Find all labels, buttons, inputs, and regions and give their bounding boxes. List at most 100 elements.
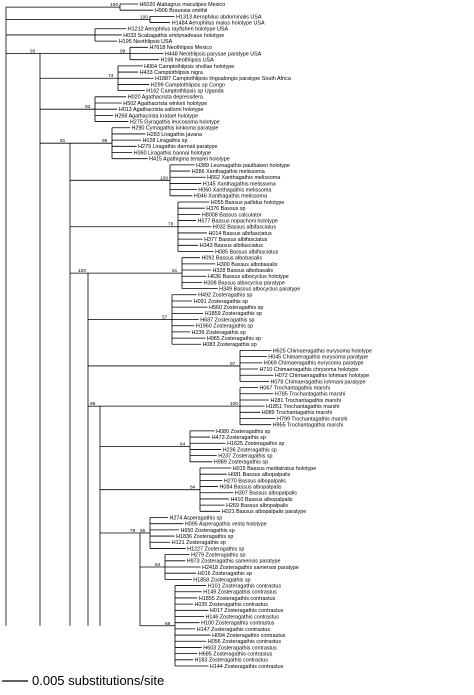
tip-label: H017 Zosteragathis contrastus <box>210 608 284 614</box>
tip-label: H045 Chimaeragathis eurysoma paratype <box>268 355 368 361</box>
tip-label: H067 Trochantagathis marshi <box>260 385 330 391</box>
backbone-support-value: 78 <box>130 528 136 534</box>
tip-label: H1859 Zosteragathis sp <box>205 311 262 317</box>
tip-label: H274 Asperagathis sp <box>170 515 223 521</box>
tip-label: H195 Neothlipsis USA <box>119 39 173 45</box>
tip-label: H1484 Aerophilus malus holotype USA <box>172 20 265 26</box>
tip-label: H560 Zosteragathis sp <box>209 305 263 311</box>
tip-label: H1887 Camptothlipsis lingualongis paraty… <box>155 76 291 82</box>
tip-label: H785 Trochantagathis marshi <box>275 392 345 398</box>
tip-label: H020 Agathacrista depressifera <box>128 95 203 101</box>
tip-label: H081 Bassus albopalpalis <box>228 472 290 478</box>
tip-label: H290 Cymagathis kinkoma paratype <box>132 126 219 132</box>
tip-label: H6020 Alabagrus maculipes Mexico <box>140 2 226 8</box>
tip-label: H032 Bassus albifasciatus <box>213 225 277 231</box>
tip-label: H147 Zosteragathis contrastus <box>197 627 271 633</box>
tip-label: H084 Bassus albopalpalis <box>220 484 282 490</box>
tip-label: H083 Zosteragathis sp <box>203 342 257 348</box>
tip-label: H955 Trochantagathis marshi <box>273 423 343 429</box>
tip-label: H973 Zosteragathis samensis paratype <box>187 559 281 565</box>
tip-label: H799 Trochantagathis marshi <box>277 416 347 422</box>
tip-label: H078 Chimaeragathis lohmani paratype <box>271 379 366 385</box>
tip-label: H046 Xanthagathis melissoma <box>194 194 267 200</box>
tip-label: H149 Zosteragathis contrastus <box>203 590 277 596</box>
support-value: 54 <box>155 562 161 568</box>
tip-label: H1313 Aerophilus abdominalis USA <box>176 14 262 20</box>
tip-label: H239 Zosteragathis sp <box>192 330 246 336</box>
tip-label: H275 Gyragathis leucosoma holotype <box>130 119 220 125</box>
support-value: 55 <box>140 528 146 534</box>
tip-label: H1858 Zosteragathis sp <box>193 577 250 583</box>
support-value: 57 <box>162 315 168 321</box>
tip-label: H145 Xanthagathis melissoma <box>203 181 276 187</box>
tip-label: H328 Bassus albobasalis <box>213 268 274 274</box>
tip-label: H080 Zosteragathis sp <box>216 429 270 435</box>
tip-label: H473 Zosteragathis sp <box>212 435 266 441</box>
tip-label: H270 Bassus albopalpalis <box>224 478 286 484</box>
tip-label: H349 Bassus albocyclus paratype <box>219 286 300 292</box>
tip-label: H028 Liragathis sp <box>143 138 188 144</box>
tip-label: H095 Asperagathis vesta holotype <box>185 522 267 528</box>
tip-label: H237 Zosteragathis sp <box>218 454 272 460</box>
tip-label: H1960 Zosteragathis sp <box>196 324 253 330</box>
tip-label: H144 Zosteragathis contrastus <box>210 664 284 670</box>
tip-label: H236 Zosteragathis sp <box>223 447 277 453</box>
tip-label: H268 Agathacrista kratael holotype <box>115 113 199 119</box>
tip-label: H299 Camptothlipsis sp Congo <box>151 82 225 88</box>
tip-label: H014 Bassus albifasciatus <box>209 231 273 237</box>
support-value: 93 <box>85 104 91 110</box>
tip-label: H091 Zosteragathis sp <box>194 299 248 305</box>
tip-label: H685 Zosteragathis contrastus <box>199 652 273 658</box>
tip-label: H072 Chimaeragathis lohmani holotype <box>275 373 369 379</box>
tip-label: H360 Liragathis baonai holotype <box>134 150 211 156</box>
tip-label: H279 Liragathis darmaii paratype <box>138 144 217 150</box>
tip-label: H056 Zosteragathis contrastus <box>208 639 282 645</box>
support-value: 61 <box>172 268 178 274</box>
backbone-support-value: 100 <box>78 268 86 274</box>
tip-label: H089 Trochantagathis marshi <box>262 410 332 416</box>
tip-label: H092 Bassus albobasalis <box>202 256 263 262</box>
tip-label: H906 Braunsia smithii <box>155 8 207 14</box>
tip-label: H279 Zosteragathis sp <box>191 553 245 559</box>
tip-label: H060 Xanthagathis melissoma <box>198 188 271 194</box>
tip-label: H021 Bassus albopalpalis paratype <box>222 509 307 515</box>
tip-label: H625 Chimaeragathis eurysoma holotype <box>273 348 372 354</box>
tip-label: H2418 Zosteragathis samensis paratype <box>202 565 299 571</box>
tip-label: H1227 Zosteragathis sp <box>187 546 244 552</box>
support-value: 74 <box>108 73 114 79</box>
tip-label: H603 Zosteragathis contrastus <box>203 645 277 651</box>
tip-label: H198 Neothlipsis USA <box>161 58 215 64</box>
scale-bar-label: 0.005 substitutions/site <box>32 673 165 688</box>
backbone-support-value: 96 <box>90 401 96 407</box>
tip-label: H636 Bassus albocyclus holotype <box>208 274 289 280</box>
tip-label: H7618 Neothlipsis Mexico <box>150 45 212 51</box>
support-value: 69 <box>165 621 171 627</box>
tip-label: H101 Zosteragathis contrastus <box>208 583 282 589</box>
support-value: 100 <box>140 14 148 20</box>
tip-label: H033 Scabagathis emilynadeaue holotype <box>123 33 224 39</box>
tip-label: H035 Zosteragathis contrastus <box>195 602 269 608</box>
tip-label: H121 Zosteragathis sp <box>172 540 226 546</box>
support-value: 97 <box>230 361 236 367</box>
support-value: 100 <box>230 401 238 407</box>
tip-label: H650 Zosteragathis sp <box>181 528 235 534</box>
tip-label: H100 Zosteragathis contrastus <box>201 621 275 627</box>
tip-label: H448 Neothlipsis parysae paratype USA <box>165 51 262 57</box>
tip-label: H308 Bassus albocyclus paratype <box>204 280 285 286</box>
tip-label: H410 Bassus albopalpalis <box>231 497 293 503</box>
tip-label: H065 Zosteragathis sp <box>207 336 261 342</box>
tip-label: H377 Bassus albifasciatus <box>204 237 268 243</box>
tip-label: H183 Zosteragathis contrastus <box>195 658 269 664</box>
tip-label: H015 Bassus mediatratus holotype <box>233 466 317 472</box>
tip-label: H492 Zosteragathis sp <box>198 293 252 299</box>
tip-label: H687 Zosteragathis sp <box>200 317 254 323</box>
tip-label: H662 Xanthagathis melissoma <box>207 175 280 181</box>
tip-label: H1212 Aerophilus rayfisheri holotype USA <box>128 27 229 33</box>
tip-label: H162 Camptothlipsis sp Uganda <box>146 89 223 95</box>
tip-label: H343 Bassus albifasciatus <box>200 243 264 249</box>
tip-label: H069 Chimaeragathis eurysoma paratype <box>264 361 364 367</box>
support-value: 64 <box>180 441 186 447</box>
support-value: 99 <box>120 48 126 54</box>
